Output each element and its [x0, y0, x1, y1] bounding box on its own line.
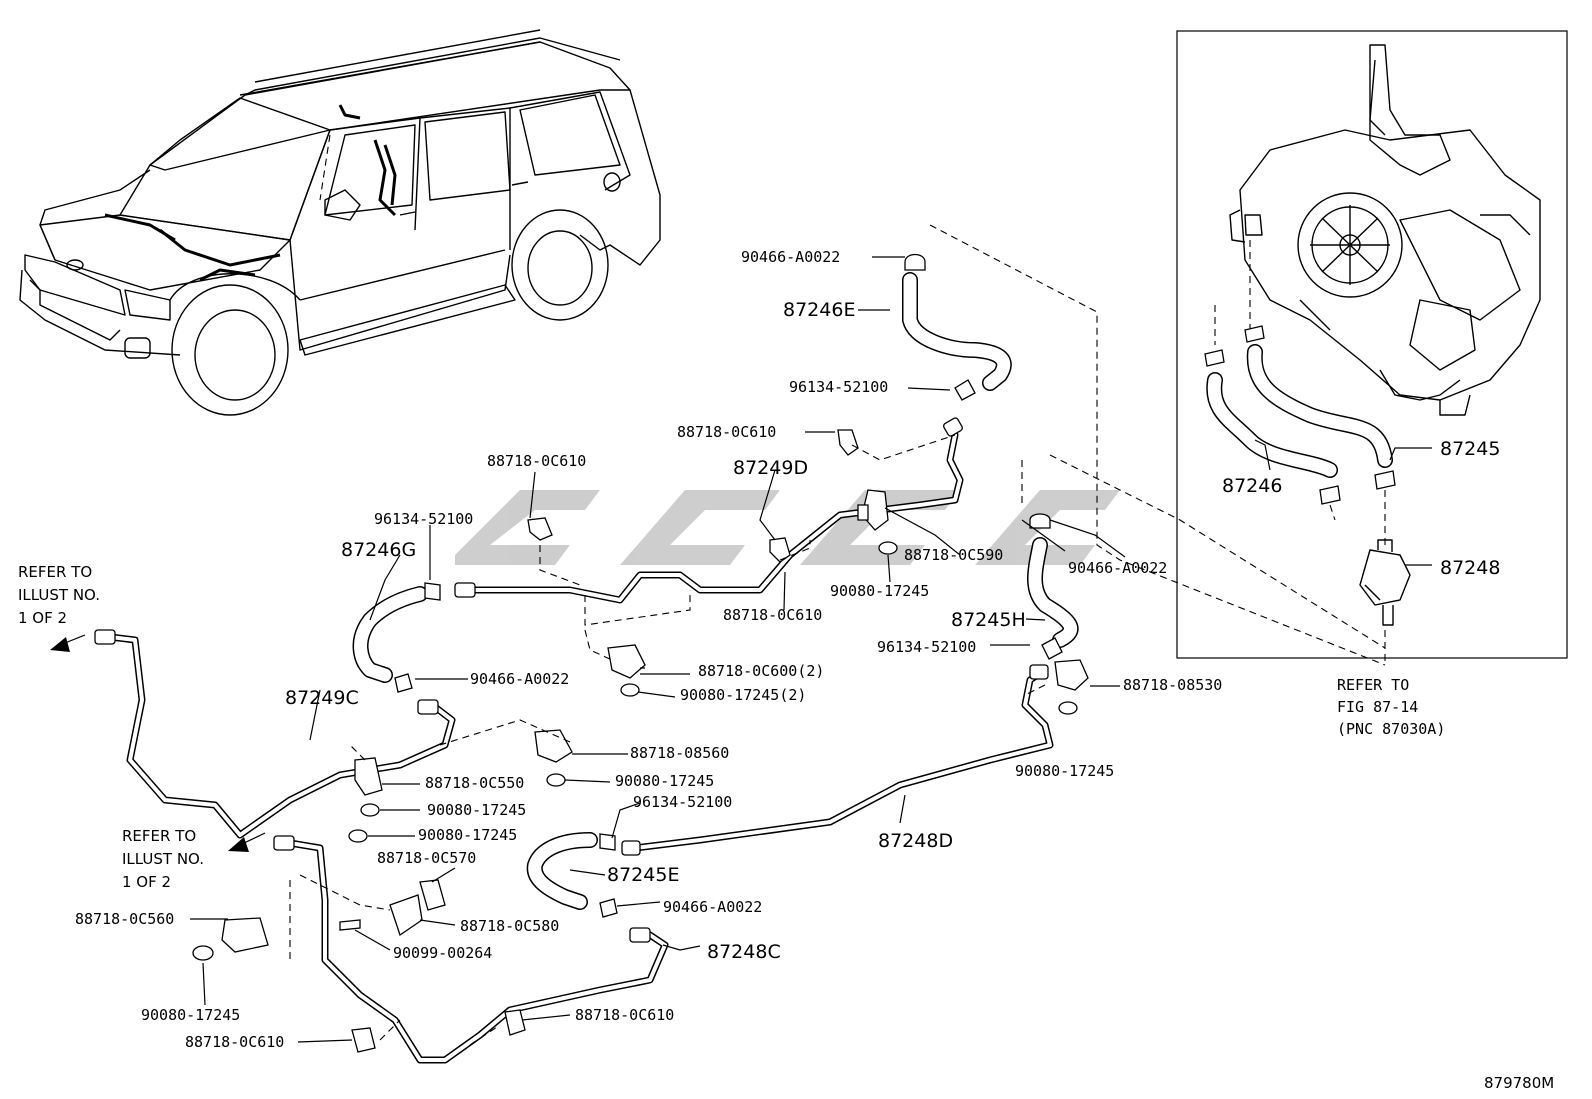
label-88718-0C590: 88718-0C590: [904, 546, 1003, 564]
hose-87246G: [352, 586, 428, 683]
pipe-87248D: [621, 664, 1054, 856]
refer-note-1: REFER TO ILLUST NO. 1 OF 2: [18, 563, 100, 627]
label-88718-0C610-c: 88718-0C610: [723, 606, 822, 624]
hose-87245E: [526, 832, 598, 910]
label-88718-0C600: 88718-0C600(2): [698, 662, 824, 680]
label-90080-17245-e: 90080-17245: [427, 801, 526, 819]
label-88718-0C580: 88718-0C580: [460, 917, 559, 935]
label-87246E: 87246E: [783, 299, 855, 321]
label-87245H: 87245H: [951, 609, 1026, 631]
svg-text:FIG 87-14: FIG 87-14: [1337, 698, 1418, 716]
label-96134-52100-top: 96134-52100: [789, 378, 888, 396]
label-90466-a0022-b: 90466-A0022: [1068, 559, 1167, 577]
vehicle-illustration: [19, 29, 661, 416]
label-87245: 87245: [1440, 438, 1500, 460]
svg-text:1 OF 2: 1 OF 2: [18, 609, 67, 627]
label-90466-a0022-c: 90466-A0022: [470, 670, 569, 688]
label-88718-0C610-d: 88718-0C610: [575, 1006, 674, 1024]
svg-text:ILLUST NO.: ILLUST NO.: [18, 586, 100, 604]
label-87248: 87248: [1440, 557, 1500, 579]
diagram-id: 879780M: [1484, 1074, 1554, 1092]
svg-text:(PNC 87030A): (PNC 87030A): [1337, 720, 1445, 738]
water-valve-87248: [1359, 539, 1411, 626]
pipe-87249C: [94, 629, 456, 839]
refer-note-fig: REFER TO FIG 87-14 (PNC 87030A): [1337, 676, 1445, 738]
clip-parts: [192, 429, 1089, 1053]
label-88718-0C610-a: 88718-0C610: [677, 423, 776, 441]
label-87249D: 87249D: [733, 457, 808, 479]
svg-text:REFER TO: REFER TO: [122, 827, 196, 845]
arrow-left-icon-2: [228, 832, 266, 852]
svg-text:REFER TO: REFER TO: [18, 563, 92, 581]
hose-87245: [1244, 325, 1393, 468]
label-90080-17245-c: 90080-17245: [1015, 762, 1114, 780]
label-87248D: 87248D: [878, 830, 953, 852]
label-88718-08530: 88718-08530: [1123, 676, 1222, 694]
label-87245E: 87245E: [607, 864, 679, 886]
label-88718-0C550: 88718-0C550: [425, 774, 524, 792]
heater-unit-illustration: [1229, 44, 1541, 416]
label-88718-0C560: 88718-0C560: [75, 910, 174, 928]
label-90080-17245-a: 90080-17245: [830, 582, 929, 600]
label-90080-17245-d: 90080-17245: [615, 772, 714, 790]
pipe-87249D: [454, 417, 964, 604]
svg-text:ILLUST NO.: ILLUST NO.: [122, 850, 204, 868]
label-90080-17245-g: 90080-17245: [141, 1006, 240, 1024]
label-88718-0C610-b: 88718-0C610: [487, 452, 586, 470]
label-88718-08560: 88718-08560: [630, 744, 729, 762]
hose-87246E: [902, 272, 1012, 391]
label-87246G: 87246G: [341, 539, 416, 561]
label-90080-17245-b: 90080-17245(2): [680, 686, 806, 704]
label-87248C: 87248C: [707, 941, 781, 963]
label-90099-00264: 90099-00264: [393, 944, 492, 962]
svg-text:REFER TO: REFER TO: [1337, 676, 1409, 694]
label-96134-52100-c: 96134-52100: [877, 638, 976, 656]
label-88718-0C570: 88718-0C570: [377, 849, 476, 867]
leader-lines: [190, 256, 1432, 1043]
refer-note-2: REFER TO ILLUST NO. 1 OF 2: [122, 827, 204, 891]
label-90466-a0022-d: 90466-A0022: [663, 898, 762, 916]
label-90080-17245-f: 90080-17245: [418, 826, 517, 844]
label-87246: 87246: [1222, 475, 1282, 497]
hose-87246: [1204, 349, 1338, 478]
label-96134-52100-d: 96134-52100: [633, 793, 732, 811]
arrow-left-icon: [50, 634, 86, 652]
heater-unit-box: [1176, 30, 1568, 659]
label-88718-0C610-e: 88718-0C610: [185, 1033, 284, 1051]
label-87249C: 87249C: [285, 687, 359, 709]
label-96134-52100-b: 96134-52100: [374, 510, 473, 528]
hose-87245H: [1027, 537, 1079, 648]
svg-text:1 OF 2: 1 OF 2: [122, 873, 171, 891]
pipe-87248C: [273, 835, 669, 1064]
label-90466-a0022-top: 90466-A0022: [741, 248, 840, 266]
watermark-logo: [455, 490, 1120, 565]
